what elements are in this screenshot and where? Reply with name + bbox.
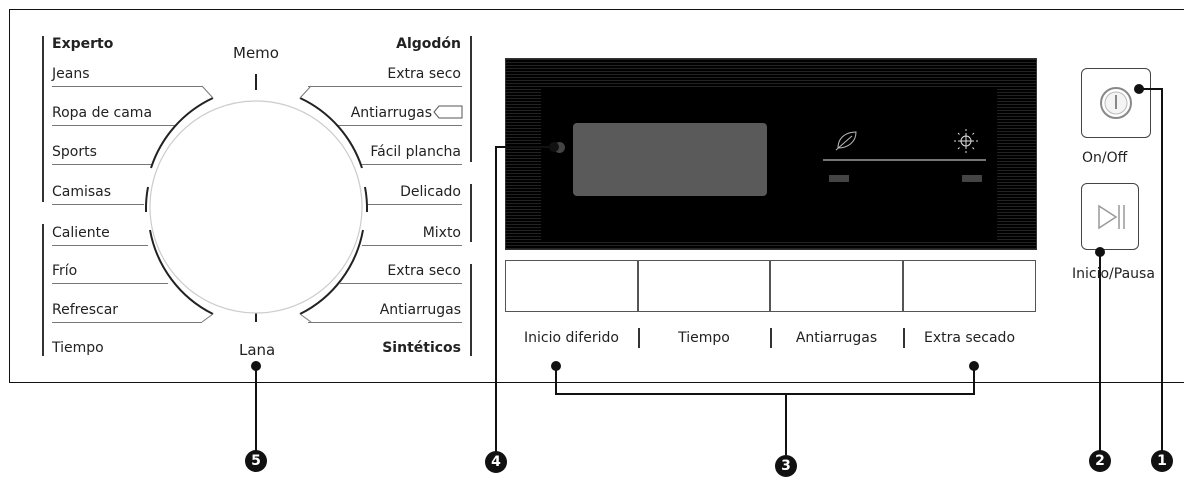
program-antiarrugas-2: Antiarrugas (379, 302, 461, 318)
power-icon (1100, 87, 1132, 119)
program-sports: Sports (52, 144, 97, 160)
leader-line (52, 125, 176, 126)
on-off-label: On/Off (1082, 150, 1128, 166)
leader-line (362, 245, 462, 246)
callout-2: 2 (1089, 450, 1111, 472)
program-tiempo: Tiempo (52, 340, 104, 356)
program-frio: Frío (52, 263, 78, 279)
leader-line (360, 164, 462, 165)
eco-leaf-icon (835, 131, 857, 151)
callout-4: 4 (485, 451, 507, 473)
program-extra-seco-1: Extra seco (387, 66, 461, 82)
dryness-sun-icon (954, 129, 978, 153)
program-ropa-de-cama: Ropa de cama (52, 105, 153, 121)
program-caliente: Caliente (52, 225, 110, 241)
leader-line (52, 164, 152, 165)
program-mixto: Mixto (422, 225, 461, 241)
callout-5: 5 (245, 450, 267, 472)
program-antiarrugas-1: Antiarrugas (350, 105, 432, 121)
leader-line (52, 245, 148, 246)
program-jeans: Jeans (52, 66, 90, 82)
option-button-inicio-diferido[interactable] (505, 260, 638, 312)
leader-line (52, 283, 168, 284)
leader-line (52, 86, 202, 87)
option-label-antiarrugas: Antiarrugas (795, 330, 878, 346)
start-pause-button[interactable] (1081, 183, 1139, 250)
option-button-antiarrugas[interactable] (770, 260, 903, 312)
leader-line (368, 204, 462, 205)
leader-line (52, 204, 144, 205)
program-sinteticos: Sintéticos (382, 340, 461, 356)
left-group-bar-1 (42, 36, 44, 202)
right-group-bar-3 (470, 264, 472, 356)
left-group-bar-2 (42, 224, 44, 356)
power-button[interactable] (1081, 68, 1151, 138)
program-algodon: Algodón (396, 36, 461, 52)
callout-1: 1 (1151, 450, 1173, 472)
dial-lana-label: Lana (239, 341, 276, 359)
leader-line (52, 322, 202, 323)
callout-3: 3 (775, 455, 797, 477)
leader-line (308, 86, 462, 87)
start-pause-label: Inicio/Pausa (1072, 266, 1155, 282)
program-facil-plancha: Fácil plancha (370, 144, 461, 160)
option-label-inicio-diferido: Inicio diferido (524, 330, 619, 346)
program-experto: Experto (52, 36, 114, 52)
option-button-tiempo[interactable] (638, 260, 770, 312)
option-label-extra-secado: Extra secado (923, 330, 1016, 346)
digit-display (573, 123, 767, 196)
option-label-tiempo: Tiempo (678, 330, 730, 346)
option-separator (638, 328, 640, 348)
status-led (554, 142, 565, 153)
option-separator (770, 328, 772, 348)
option-button-extra-secado[interactable] (903, 260, 1036, 312)
leader-line (340, 283, 462, 284)
program-extra-seco-2: Extra seco (387, 263, 461, 279)
play-pause-icon (1098, 204, 1125, 230)
program-refrescar: Refrescar (52, 302, 119, 318)
leader-line (308, 322, 462, 323)
right-group-bar-1 (470, 36, 472, 162)
program-delicado: Delicado (400, 184, 461, 200)
control-panel (9, 9, 1184, 383)
dial-memo-label: Memo (233, 44, 279, 62)
right-group-bar-2 (470, 184, 472, 242)
program-camisas: Camisas (52, 184, 112, 200)
leader-line (336, 125, 462, 126)
option-separator (903, 328, 905, 348)
